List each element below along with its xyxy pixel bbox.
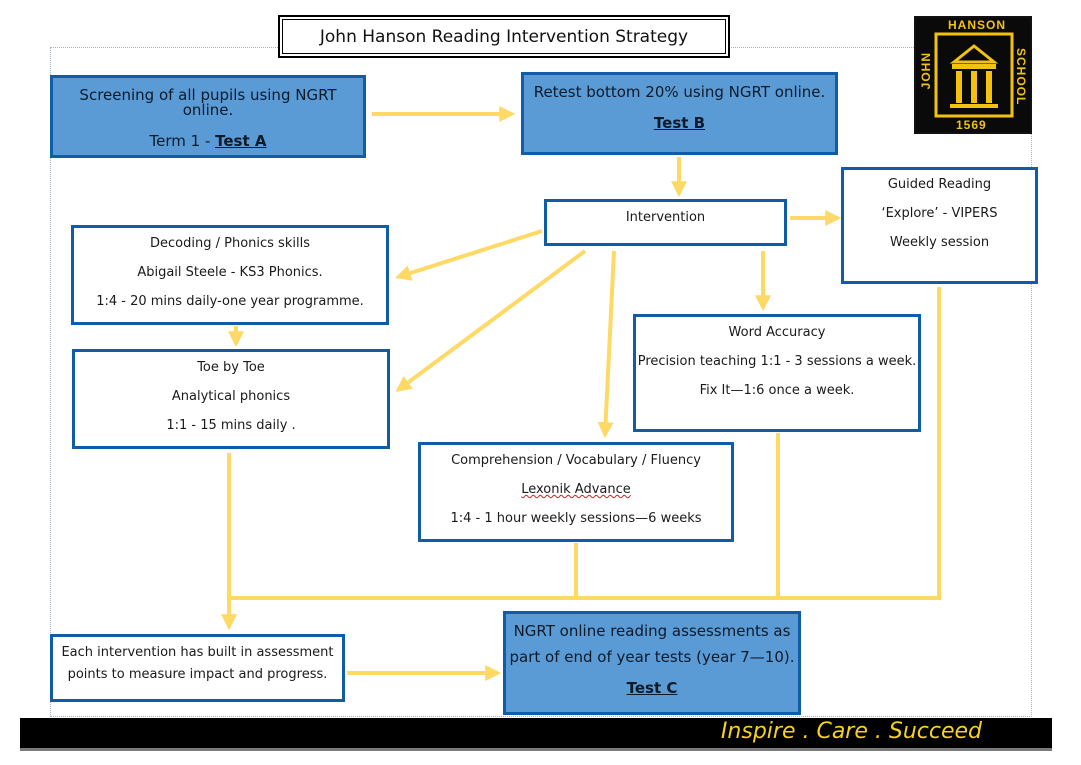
lexonik-advance-text: Lexonik Advance bbox=[521, 482, 631, 497]
comprehension-line3: 1:4 - 1 hour weekly sessions—6 weeks bbox=[450, 511, 702, 526]
intervention-label: Intervention bbox=[625, 210, 706, 225]
word-accuracy-box: Word Accuracy Precision teaching 1:1 - 3… bbox=[633, 314, 921, 432]
decoding-line2: Abigail Steele - KS3 Phonics. bbox=[137, 265, 323, 280]
school-crest-icon bbox=[934, 32, 1014, 118]
footer-tagline: Inspire . Care . Succeed bbox=[720, 719, 982, 744]
page-title-text: John Hanson Reading Intervention Strateg… bbox=[319, 26, 689, 47]
decoding-line1: Decoding / Phonics skills bbox=[150, 236, 310, 251]
school-logo: HANSON JOHN SCHOOL 1569 bbox=[914, 16, 1032, 134]
ngrt-final-box: NGRT online reading assessments as part … bbox=[503, 611, 801, 715]
retest-line2: Test B bbox=[524, 116, 835, 131]
ngrt-line1: NGRT online reading assessments as bbox=[513, 622, 791, 640]
arrow-intervention-to-decoding bbox=[394, 229, 543, 281]
retest-box: Retest bottom 20% using NGRT online. Tes… bbox=[521, 72, 838, 155]
retest-line1: Retest bottom 20% using NGRT online. bbox=[533, 83, 826, 101]
screening-term-label: Term 1 - bbox=[149, 132, 216, 150]
toe-line1: Toe by Toe bbox=[197, 360, 265, 375]
logo-left-text: JOHN bbox=[919, 52, 933, 90]
word-line2: Precision teaching 1:1 - 3 sessions a we… bbox=[637, 354, 917, 369]
test-a-link[interactable]: Test A bbox=[215, 132, 267, 150]
decoding-box: Decoding / Phonics skills Abigail Steele… bbox=[71, 225, 389, 325]
screening-box: Screening of all pupils using NGRT onlin… bbox=[50, 75, 366, 158]
comprehension-line1: Comprehension / Vocabulary / Fluency bbox=[451, 453, 701, 468]
logo-right-text: SCHOOL bbox=[1014, 48, 1028, 106]
toe-line3: 1:1 - 15 mins daily . bbox=[166, 418, 296, 433]
arrow-intervention-to-comprehension bbox=[597, 250, 616, 439]
logo-top-text: HANSON bbox=[948, 18, 1007, 32]
toe-by-toe-box: Toe by Toe Analytical phonics 1:1 - 15 m… bbox=[72, 349, 390, 449]
ngrt-line2: part of end of year tests (year 7—10). bbox=[509, 648, 795, 666]
comprehension-box: Comprehension / Vocabulary / Fluency Lex… bbox=[418, 442, 734, 542]
arrow-intervention-to-toe bbox=[395, 249, 587, 392]
toe-line2: Analytical phonics bbox=[171, 389, 291, 404]
test-c-link[interactable]: Test C bbox=[626, 679, 678, 697]
guided-reading-box: Guided Reading ‘Explore’ - VIPERS Weekly… bbox=[841, 167, 1038, 284]
guided-line3: Weekly session bbox=[889, 235, 990, 250]
comprehension-line2: Lexonik Advance bbox=[421, 483, 731, 496]
each-line1: Each intervention has built in assessmen… bbox=[61, 645, 334, 660]
word-line3: Fix It—1:6 once a week. bbox=[699, 383, 855, 398]
screening-line2: Term 1 - Test A bbox=[53, 134, 363, 149]
assessment-points-box: Each intervention has built in assessmen… bbox=[50, 634, 345, 702]
word-line1: Word Accuracy bbox=[728, 325, 826, 340]
footer-bar: Inspire . Care . Succeed bbox=[20, 718, 1052, 748]
test-b-link[interactable]: Test B bbox=[653, 114, 706, 132]
guided-line2: ‘Explore’ - VIPERS bbox=[881, 206, 998, 221]
guided-line1: Guided Reading bbox=[887, 177, 992, 192]
screening-line1: Screening of all pupils using NGRT onlin… bbox=[79, 86, 337, 119]
page-title: John Hanson Reading Intervention Strateg… bbox=[278, 15, 730, 58]
logo-year-text: 1569 bbox=[956, 118, 987, 132]
decoding-line3: 1:4 - 20 mins daily-one year programme. bbox=[96, 294, 364, 309]
ngrt-line3: Test C bbox=[506, 681, 798, 696]
each-line2: points to measure impact and progress. bbox=[67, 667, 328, 682]
intervention-box: Intervention bbox=[544, 199, 787, 246]
